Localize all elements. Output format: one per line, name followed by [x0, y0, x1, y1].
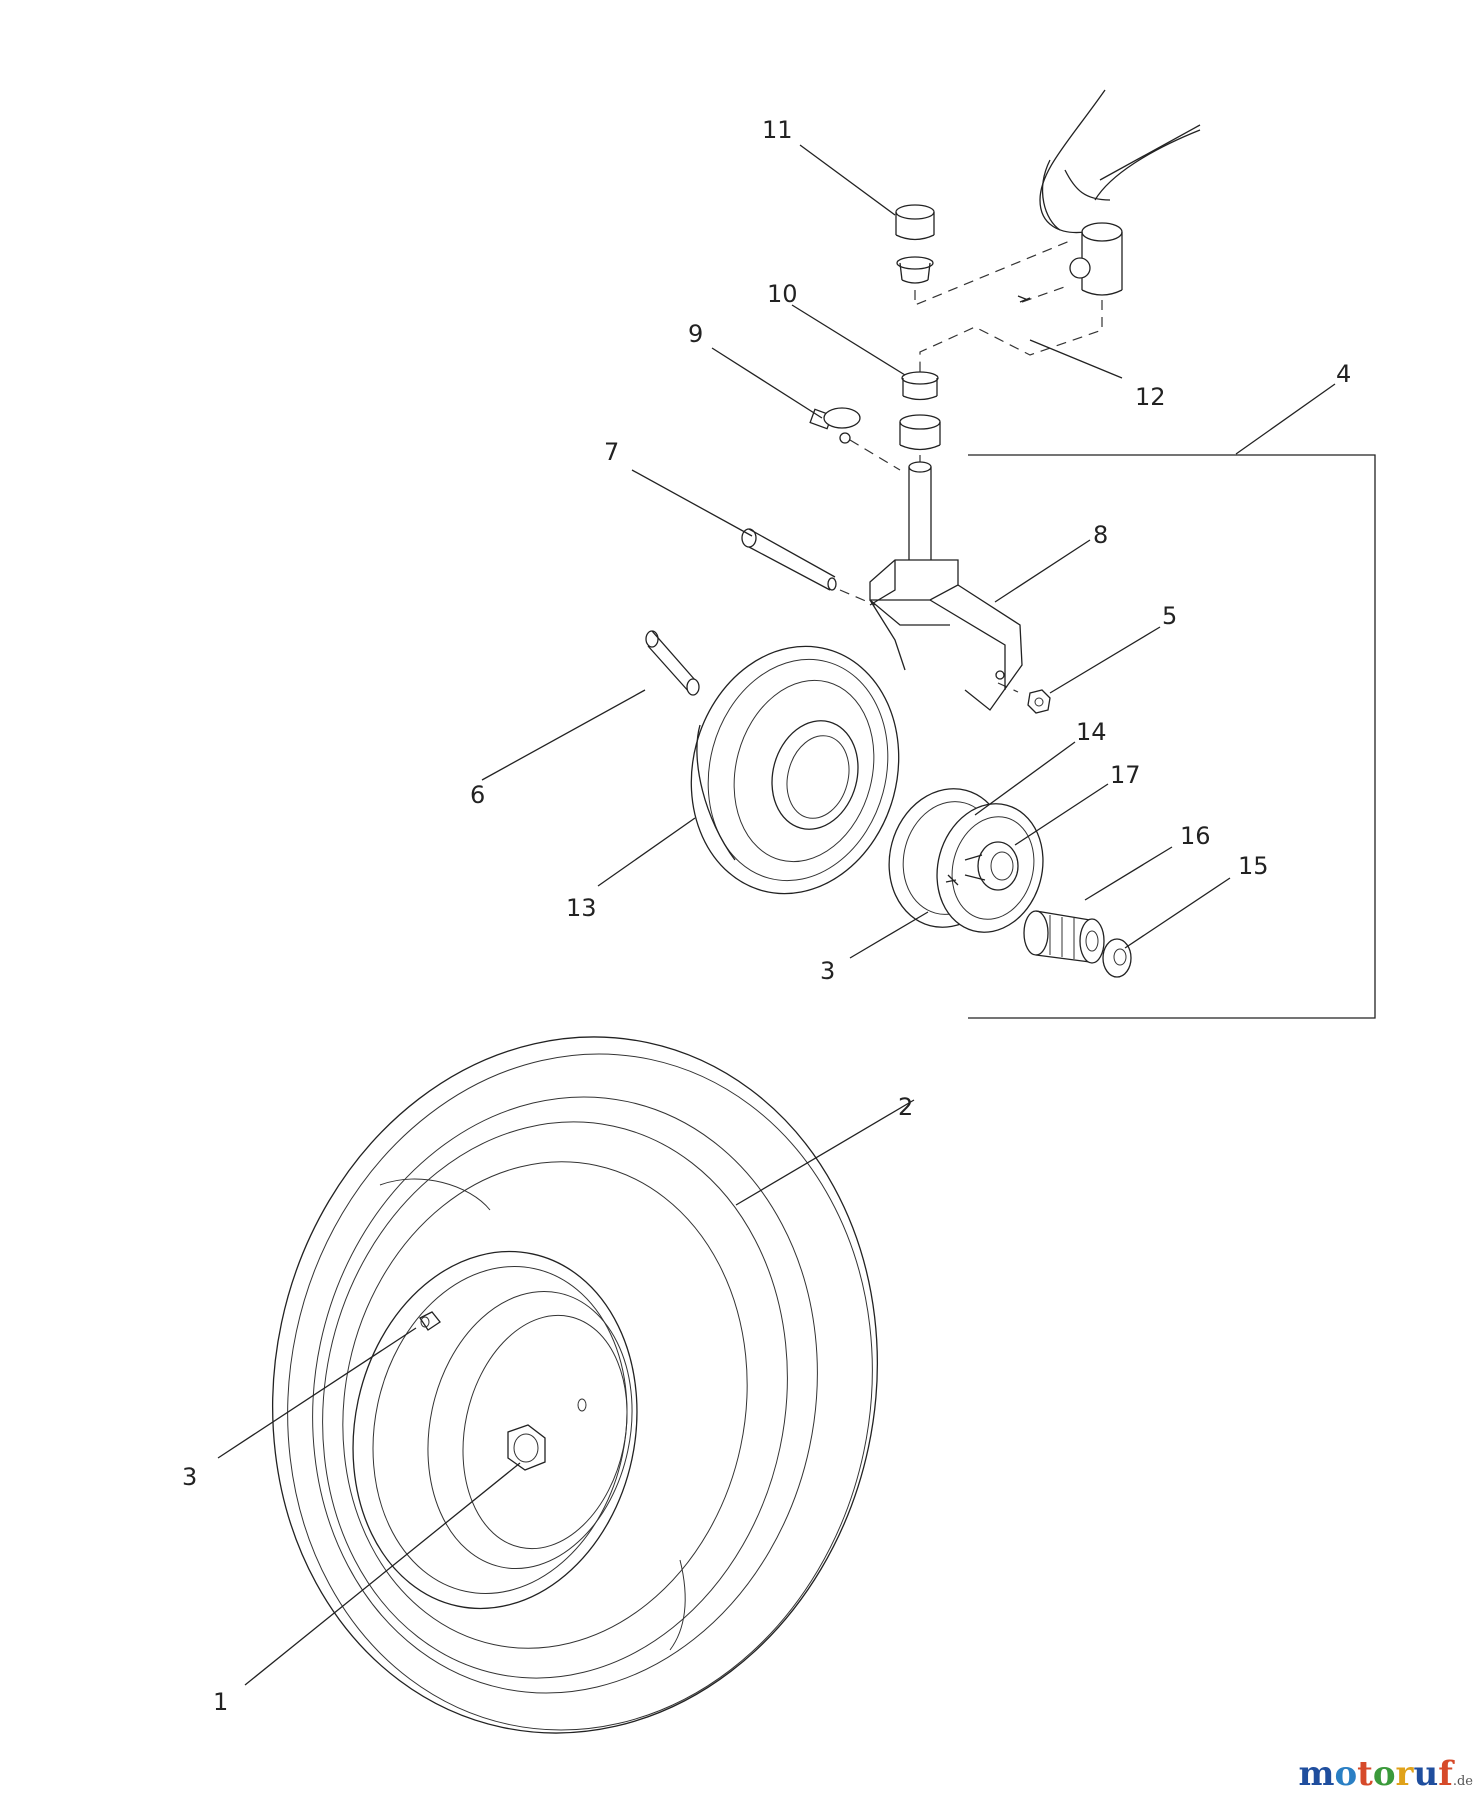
caster-rim: [888, 788, 1044, 933]
watermark-brand: motoruf: [1298, 1754, 1453, 1794]
spacer-tube: [645, 630, 700, 696]
roller-bearing: [1023, 910, 1105, 964]
grease-fitting-upper: [1017, 295, 1031, 303]
caster-tire: [690, 645, 900, 895]
callout-7: 7: [604, 438, 619, 466]
bushing-lower: [899, 371, 941, 451]
watermark-suffix: .de: [1452, 1774, 1473, 1789]
assembly-guides-top: [839, 239, 1103, 693]
leader-lines: [217, 144, 1336, 1686]
axle-bolt: [741, 528, 837, 591]
lynch-pin: [809, 407, 861, 444]
callout-4: 4: [1336, 360, 1351, 388]
callout-13: 13: [566, 894, 597, 922]
callout-2: 2: [898, 1093, 913, 1121]
callout-11: 11: [762, 116, 793, 144]
callout-16: 16: [1180, 822, 1211, 850]
callout-3-upper: 3: [820, 957, 835, 985]
callout-15: 15: [1238, 852, 1269, 880]
callout-8: 8: [1093, 521, 1108, 549]
callout-9: 9: [688, 320, 703, 348]
callout-12: 12: [1135, 383, 1166, 411]
axle-nut: [1027, 689, 1051, 714]
seal-washer: [1102, 938, 1132, 978]
caster-fork: [869, 461, 1023, 711]
callout-6: 6: [470, 781, 485, 809]
callout-1: 1: [213, 1688, 228, 1716]
group-bracket: [968, 454, 1376, 1019]
callout-5: 5: [1162, 602, 1177, 630]
bushing-upper: [895, 204, 935, 284]
callout-14: 14: [1076, 718, 1107, 746]
watermark-logo: motoruf.de: [1298, 1754, 1473, 1794]
drive-tire: [272, 1036, 878, 1734]
callout-17: 17: [1110, 761, 1141, 789]
frame-arm: [1039, 89, 1201, 296]
callout-numbers: 11 10 9 12 4 7 8 5 6 13 14 17 16 15 3 2 …: [182, 116, 1351, 1716]
callout-3-lower: 3: [182, 1463, 197, 1491]
callout-10: 10: [767, 280, 798, 308]
